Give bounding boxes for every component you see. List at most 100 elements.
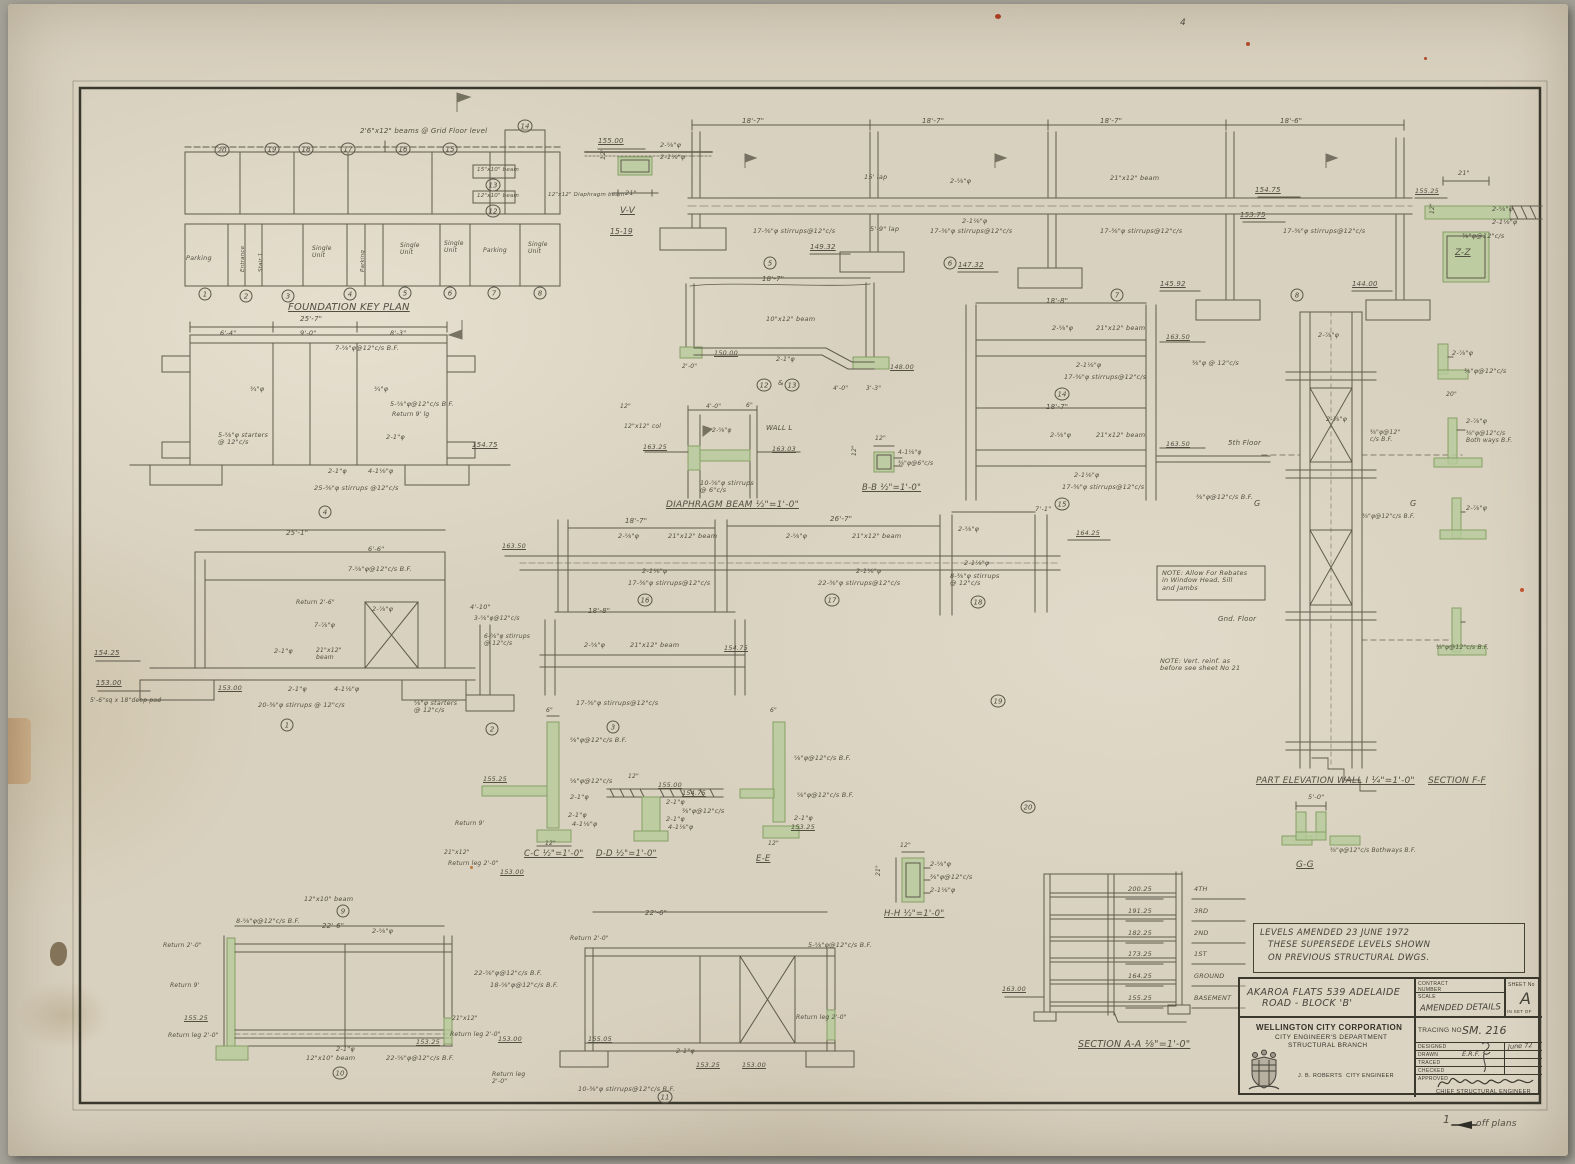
drawing-label: ⅜"φ@12"c/s Bothways B.F.: [1330, 847, 1416, 854]
drawing-label: 7'-1": [1035, 505, 1052, 513]
detail-marker-9: 9: [336, 904, 350, 918]
drawing-label: 2-1⅛"φ: [856, 567, 882, 575]
project-title-line1: AKAROA FLATS 539 ADELAIDE: [1247, 987, 1401, 998]
drawing-label: 12"x10" beam: [477, 193, 520, 199]
drawing-label: 2-1"φ: [666, 815, 685, 823]
drawing-label: 21": [1458, 169, 1470, 177]
detail-marker-14: 14: [1054, 387, 1070, 401]
section-aa-title: SECTION A-A ⅛"=1'-0": [1078, 1039, 1191, 1050]
detail-11: [559, 911, 855, 1068]
drawing-label: 2-1"φ: [570, 793, 589, 801]
drawing-label: 2-⅝"φ: [958, 525, 980, 533]
section-dd-title: D-D ½"=1'-0": [596, 849, 657, 859]
section-hh-title: H-H ½"=1'-0": [884, 909, 945, 919]
drawing-label: Single Unit: [312, 245, 332, 259]
drawing-label: 4-1⅛"φ: [898, 449, 922, 456]
drawing-label: 2-1"φ: [794, 814, 813, 822]
org-branch: STRUCTURAL BRANCH: [1288, 1042, 1368, 1049]
approved-label: APPROVED: [1418, 1076, 1449, 1082]
drawing-label: 153.00: [96, 679, 122, 687]
drawing-label: 155.00: [598, 137, 624, 145]
drawing-label: 18'-7": [625, 517, 648, 525]
drawing-label: ⅝"φ@12"c/s B.F.: [570, 736, 628, 744]
drawing-label: Return leg 2'-0": [450, 1031, 501, 1038]
drawing-label: 2-1"φ: [568, 811, 587, 819]
section-aa: [1004, 871, 1246, 1023]
drawing-label: 4-1⅛"φ: [334, 685, 360, 693]
chief-structural-engineer-label: CHIEF STRUCTURAL ENGINEER: [1436, 1089, 1532, 1095]
section-vv: [584, 151, 713, 197]
designed-label: DESIGNED: [1418, 1043, 1447, 1050]
drawing-label: 5'-0": [1308, 793, 1325, 801]
detail-marker-15: 15: [442, 142, 458, 156]
date-value: June 72: [1507, 1041, 1533, 1051]
drawing-label: 200.25: [1128, 885, 1152, 893]
detail-4-plan: [129, 321, 511, 486]
drawing-label: 2-⅝"φ: [1492, 205, 1514, 213]
drawing-label: 2-1⅛"φ: [642, 567, 668, 575]
drawn-label: DRAWN: [1418, 1051, 1439, 1058]
drawing-label: Return leg 2'-0": [168, 1032, 219, 1039]
drawing-label: 18'-7": [1046, 403, 1069, 411]
drawing-label: 153.25: [416, 1038, 440, 1046]
detail-marker-3: 3: [281, 289, 295, 303]
drawing-label: 4TH: [1194, 885, 1208, 893]
drawing-label: 15-19: [610, 227, 633, 236]
drawing-label: Return 2'-0": [163, 942, 202, 949]
drawing-label: 8-⅜"φ stirrups @ 12"c/s: [950, 572, 1000, 588]
drawing-label: 153.00: [742, 1061, 766, 1069]
drawing-label: NOTE: Vert. reinf. as before see sheet N…: [1160, 657, 1241, 673]
drawing-label: 18-⅝"φ@12"c/s B.F.: [490, 981, 559, 989]
drawing-label: 153.25: [791, 823, 815, 831]
drawing-label: 21"x12" beam: [630, 641, 680, 649]
drawing-label: 2-1⅛"φ: [1076, 361, 1102, 369]
drawing-label: 15"x10" beam: [477, 167, 520, 173]
drawing-label: 22-⅜"φ stirrups@12"c/s: [818, 579, 901, 587]
section-zz: [1414, 176, 1543, 283]
drawing-label: 5-⅝"φ starters @ 12"c/s: [218, 431, 269, 447]
detail-marker-16: 16: [395, 142, 411, 156]
drawing-label: 17-⅜"φ stirrups@12"c/s: [1062, 483, 1145, 491]
part-elevation-wall-title: PART ELEVATION WALL I ¼"=1'-0": [1256, 776, 1415, 786]
drawing-label: ⅝"φ@12"c/s B.F.: [794, 754, 852, 762]
title-block: AKAROA FLATS 539 ADELAIDE ROAD - BLOCK '…: [1238, 977, 1542, 1097]
drawing-label: ⅝"φ@12"c/s: [570, 777, 613, 785]
foundation-key-plan: [184, 92, 561, 340]
detail-12-13: [679, 277, 890, 370]
drawing-label: 154.75: [1255, 186, 1281, 194]
drawing-label: 4'-10": [470, 603, 491, 611]
drawing-label: 21"x12" beam: [1096, 431, 1146, 439]
drawing-label: Parking: [360, 249, 366, 272]
drawing-label: 2-1"φ: [776, 355, 795, 363]
drawing-label: 155.25: [1415, 187, 1439, 195]
scale-value: AMENDED DETAILS: [1419, 1002, 1501, 1014]
traced-label: TRACED: [1418, 1059, 1441, 1066]
drawing-label: ⅜"φ@12"c/s B.F.: [1362, 513, 1415, 520]
drawing-label: 2-1"φ: [336, 1045, 355, 1053]
section-ff-title: SECTION F-F: [1428, 776, 1486, 786]
detail-marker-20: 20: [1020, 800, 1036, 814]
drawing-label: ⅜"φ@12"c/s Both ways B.F.: [1466, 430, 1513, 444]
detail-marker-14: 14: [517, 119, 533, 133]
drawing-label: 3'-3": [866, 385, 882, 392]
section-gg: [1281, 811, 1361, 846]
drawing-label: Gnd. Floor: [1218, 615, 1257, 623]
detail-marker-19: 19: [264, 142, 280, 156]
drawing-label: 153.00: [498, 1035, 522, 1043]
drawing-label: 18'-8": [1046, 297, 1069, 305]
drawing-label: 21"x12": [444, 849, 470, 856]
org-name: WELLINGTON CITY CORPORATION: [1256, 1023, 1403, 1032]
drawing-label: 154.25: [94, 649, 120, 657]
drawing-label: 2-⅝"φ: [712, 427, 732, 434]
drawing-label: 2-1"φ: [666, 798, 685, 806]
drawing-label: 173.25: [1128, 950, 1152, 958]
drawing-label: 2-⅝"φ: [660, 141, 682, 149]
drawing-label: 22'-6": [645, 909, 668, 917]
drawing-label: 6'-4": [220, 329, 237, 337]
section-zz-title: Z-Z: [1455, 248, 1471, 258]
drawing-label: 6": [546, 707, 553, 714]
drawing-label: ¾"φ: [374, 385, 389, 393]
drawing-label: 4-1⅛"φ: [668, 823, 694, 831]
